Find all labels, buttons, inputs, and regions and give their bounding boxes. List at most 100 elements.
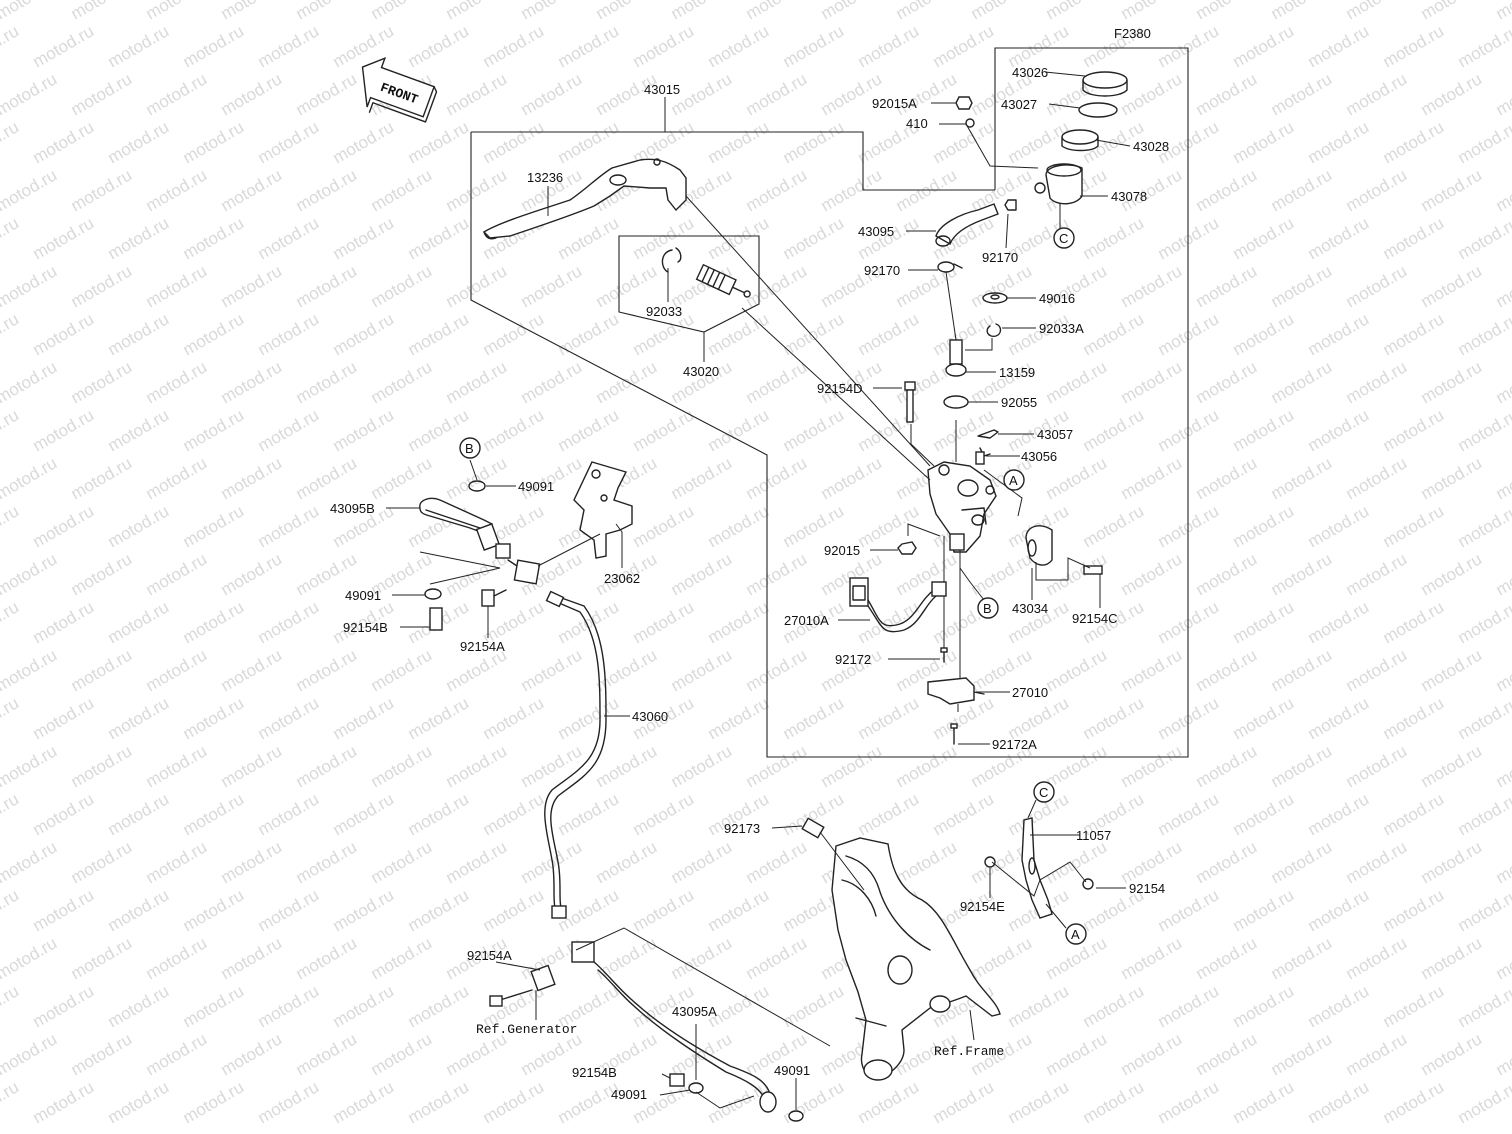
watermark-text: motod.ru (218, 1029, 286, 1079)
watermark-text: motod.ru (1418, 261, 1486, 311)
label-43034: 43034 (1012, 601, 1048, 616)
watermark-text: motod.ru (1455, 405, 1512, 455)
callout-c-lower-label: C (1039, 785, 1048, 800)
watermark-text: motod.ru (368, 357, 436, 407)
watermark-text: motod.ru (1380, 885, 1448, 935)
watermark-text: motod.ru (893, 0, 961, 23)
watermark-text: motod.ru (255, 981, 323, 1031)
watermark-text: motod.ru (1118, 645, 1186, 695)
callout-c-lower (1033, 781, 1055, 803)
watermark-text: motod.ru (1193, 261, 1261, 311)
watermark-text: motod.ru (293, 645, 361, 695)
watermark-text: motod.ru (255, 789, 323, 839)
watermark-text: motod.ru (705, 213, 773, 263)
watermark-text: motod.ru (480, 693, 548, 743)
watermark-text: motod.ru (668, 549, 736, 599)
watermark-text: motod.ru (330, 1077, 398, 1127)
watermark-text: motod.ru (255, 213, 323, 263)
watermark-text: motod.ru (143, 69, 211, 119)
watermark-text: motod.ru (480, 789, 548, 839)
watermark-text: motod.ru (180, 1077, 248, 1127)
watermark-text: motod.ru (668, 453, 736, 503)
label-92154a-upper: 92154A (460, 639, 505, 654)
label-43095b: 43095B (330, 501, 375, 516)
adjuster-assembly (661, 247, 751, 298)
watermark-text: motod.ru (1230, 213, 1298, 263)
watermark-text: motod.ru (1230, 309, 1298, 359)
watermark-text: motod.ru (1343, 837, 1411, 887)
watermark-text: motod.ru (368, 453, 436, 503)
watermark-text: motod.ru (105, 405, 173, 455)
watermark-text: motod.ru (68, 549, 136, 599)
watermark-text: motod.ru (30, 213, 98, 263)
watermark-text: motod.ru (143, 261, 211, 311)
watermark-text: motod.ru (1193, 933, 1261, 983)
watermark-text: motod.ru (218, 549, 286, 599)
watermark-text: motod.ru (368, 741, 436, 791)
watermark-text: motod.ru (105, 981, 173, 1031)
watermark-text: motod.ru (255, 501, 323, 551)
watermark-text: motod.ru (0, 1077, 22, 1127)
watermark-text: motod.ru (255, 117, 323, 167)
watermark-text: motod.ru (518, 261, 586, 311)
watermark-text: motod.ru (1230, 981, 1298, 1031)
watermark-text: motod.ru (1380, 405, 1448, 455)
watermark-text: motod.ru (330, 693, 398, 743)
watermark-text: motod.ru (443, 741, 511, 791)
watermark-text: motod.ru (180, 789, 248, 839)
label-92033a: 92033A (1039, 321, 1084, 336)
watermark-text: motod.ru (105, 789, 173, 839)
watermark-text: motod.ru (293, 261, 361, 311)
watermark-text: motod.ru (743, 0, 811, 23)
watermark-text: motod.ru (330, 21, 398, 71)
watermark-text: motod.ru (1005, 981, 1073, 1031)
watermark-text: motod.ru (1380, 309, 1448, 359)
watermark-text: motod.ru (293, 453, 361, 503)
watermark-text: motod.ru (218, 357, 286, 407)
watermark-text: motod.ru (293, 933, 361, 983)
label-43057: 43057 (1037, 427, 1073, 442)
watermark-text: motod.ru (218, 645, 286, 695)
watermark-text: motod.ru (518, 0, 586, 23)
watermark-text: motod.ru (1305, 21, 1373, 71)
watermark-text: motod.ru (1343, 357, 1411, 407)
watermark-text: motod.ru (855, 693, 923, 743)
watermark-text: motod.ru (705, 21, 773, 71)
watermark-text: motod.ru (0, 69, 60, 119)
watermark-text: motod.ru (30, 789, 98, 839)
assembly-frames (470, 47, 1189, 758)
watermark-text: motod.ru (1380, 213, 1448, 263)
label-92172: 92172 (835, 652, 871, 667)
watermark-text: motod.ru (555, 21, 623, 71)
watermark-text: motod.ru (293, 741, 361, 791)
watermark-text: motod.ru (1305, 501, 1373, 551)
callout-a-upper (1003, 469, 1025, 491)
watermark-text: motod.ru (1418, 165, 1486, 215)
watermark-text: motod.ru (0, 21, 22, 71)
watermark-text: motod.ru (668, 0, 736, 23)
watermark-text: motod.ru (1080, 405, 1148, 455)
watermark-text: motod.ru (1268, 1029, 1336, 1079)
watermark-text: motod.ru (593, 933, 661, 983)
watermark-text: motod.ru (405, 885, 473, 935)
label-92173: 92173 (724, 821, 760, 836)
watermark-text: motod.ru (405, 309, 473, 359)
watermark-text: motod.ru (705, 501, 773, 551)
watermark-text: motod.ru (630, 789, 698, 839)
banjo-assembly-lower (489, 927, 831, 1122)
watermark-text: motod.ru (293, 837, 361, 887)
watermark-text: motod.ru (1305, 789, 1373, 839)
watermark-text: motod.ru (443, 837, 511, 887)
watermark-text: motod.ru (68, 645, 136, 695)
watermark-text: motod.ru (0, 405, 22, 455)
watermark-text: motod.ru (1193, 165, 1261, 215)
watermark-text: motod.ru (555, 1077, 623, 1127)
watermark-text: motod.ru (1268, 453, 1336, 503)
watermark-text: motod.ru (1155, 789, 1223, 839)
watermark-text: motod.ru (1193, 1029, 1261, 1079)
watermark-text: motod.ru (1493, 933, 1512, 983)
label-27010: 27010 (1012, 685, 1048, 700)
label-92154e: 92154E (960, 899, 1005, 914)
watermark-text: motod.ru (1493, 357, 1512, 407)
watermark-text: motod.ru (405, 693, 473, 743)
